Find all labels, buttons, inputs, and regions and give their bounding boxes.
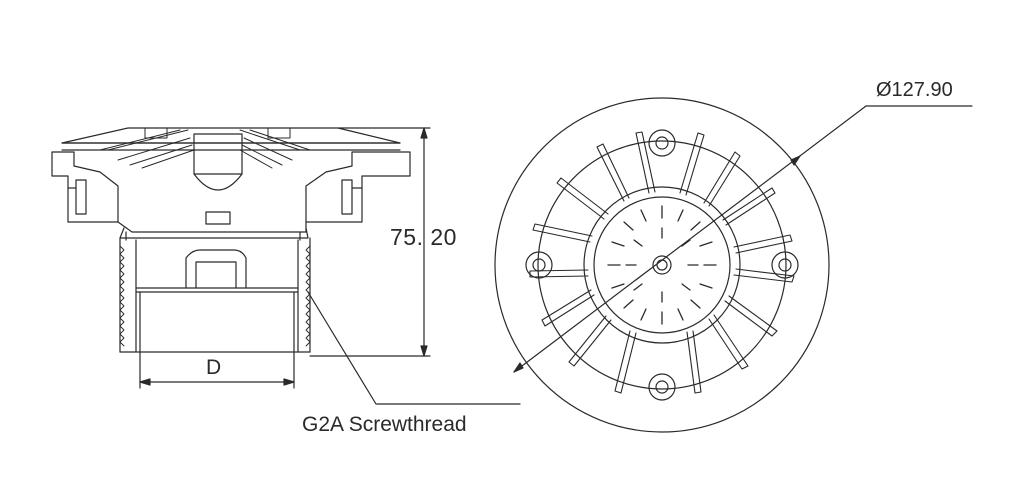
diameter-dimension-label: Ø127.90: [876, 79, 953, 101]
width-dimension-label: D: [206, 356, 222, 379]
top-view: [494, 97, 973, 433]
thread-callout-label: G2A Screwthread: [302, 413, 467, 436]
height-dimension-label: 75. 20: [390, 224, 457, 250]
side-view: [51, 127, 521, 405]
